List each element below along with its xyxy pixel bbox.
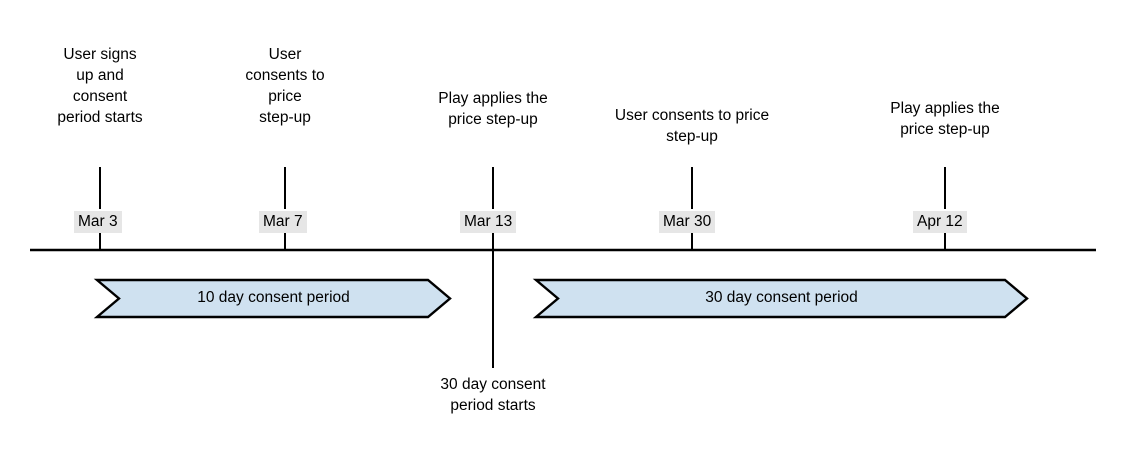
date-chip-mar-30: Mar 30 [659,211,716,233]
event-label-mar-7: User consents to price step-up [245,46,325,126]
date-chip-mar-13: Mar 13 [460,211,517,233]
below-annotation-label: 30 day consent period starts [440,376,546,414]
event-label-mar-3: User signs up and consent period starts [57,46,143,126]
band-label-10-day: 10 day consent period [197,289,350,306]
date-chip-mar-3: Mar 3 [74,211,122,233]
band-shape-30-day [532,278,1029,319]
event-label-mar-13: Play applies the price step-up [438,90,548,128]
band-shape-10-day [93,278,452,319]
event-stem-group [99,167,946,209]
band-label-30-day: 30 day consent period [705,289,858,306]
date-chip-apr-12: Apr 12 [913,211,967,233]
event-tick-group [99,230,946,251]
event-label-apr-12: Play applies the price step-up [890,100,1000,138]
date-chip-mar-7: Mar 7 [259,211,307,233]
event-label-mar-30: User consents to price step-up [614,107,770,145]
